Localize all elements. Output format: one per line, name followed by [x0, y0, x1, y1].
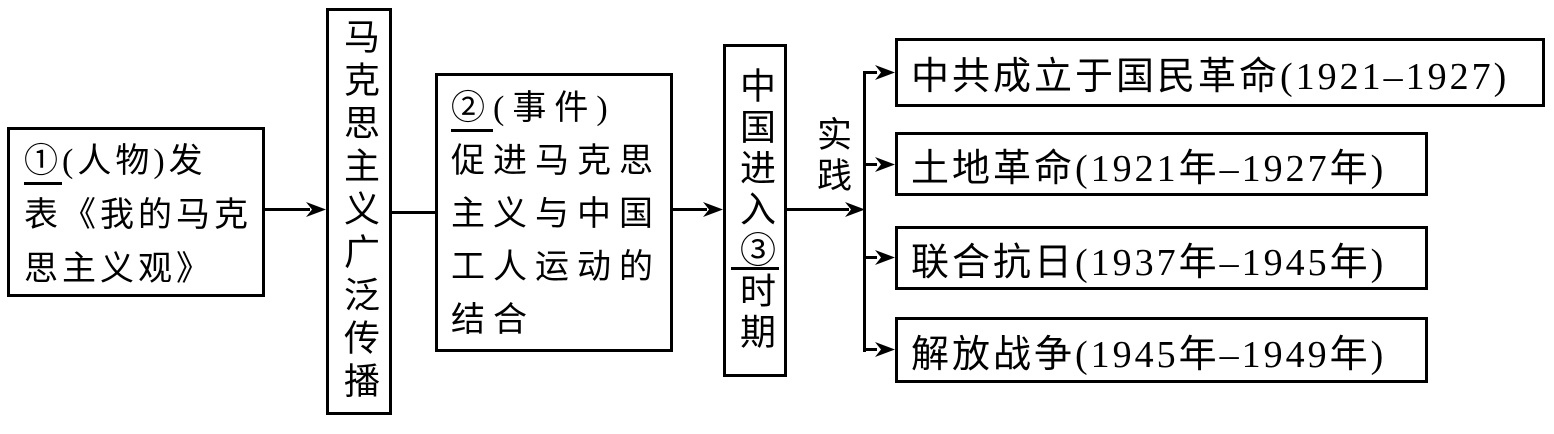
blank-1-underlined: ① — [24, 143, 62, 185]
outcome-box-agrarian-revolution: 土地革命(1921年–1927年) — [895, 132, 1428, 196]
node-text-line: 工人运动的 — [451, 249, 661, 286]
branch-arrow-1-shaft — [863, 71, 877, 74]
arrowhead-right-icon — [875, 342, 895, 357]
node-text: 中国进入 — [735, 67, 775, 231]
node-text: 马克思主义广泛传播 — [339, 18, 379, 405]
arrowhead-right-icon — [875, 157, 895, 172]
node-event-promotes-combination: ②(事件) 促进马克思 主义与中国 工人运动的 结合 — [435, 73, 673, 352]
outcome-text: 中共成立于国民革命(1921–1927) — [911, 56, 1510, 98]
practice-label: 实践 — [812, 116, 851, 198]
arrow-3-shaft — [787, 208, 849, 211]
node-text-line: 结合 — [451, 302, 535, 339]
blank-3: ③ — [735, 231, 775, 272]
arrowhead-right-icon — [875, 250, 895, 265]
outcome-box-united-resistance: 联合抗日(1937年–1945年) — [895, 226, 1428, 290]
node-china-enters-period: 中国进入③时期 — [723, 44, 787, 377]
arrow-2-shaft — [673, 208, 707, 211]
outcome-text: 解放战争(1945年–1949年) — [911, 333, 1387, 376]
node-text-line: 思主义观》 — [24, 251, 214, 288]
arrow-1-shaft — [265, 208, 310, 211]
arrowhead-right-icon — [703, 202, 723, 217]
node-marxism-wide-spread: 马克思主义广泛传播 — [326, 8, 392, 415]
arrowhead-right-icon — [306, 202, 326, 217]
arrowhead-right-icon — [875, 65, 895, 80]
node-person-publishes-view: ①(人物)发 表《我的马克 思主义观》 — [7, 127, 265, 297]
node-text: 时期 — [735, 272, 775, 354]
outcome-box-national-revolution: 中共成立于国民革命(1921–1927) — [895, 38, 1545, 107]
node-text-line: 促进马克思 — [451, 143, 661, 180]
outcome-box-liberation-war: 解放战争(1945年–1949年) — [895, 317, 1428, 383]
node-text-line: ①(人物)发 — [24, 135, 256, 189]
branch-spine — [863, 71, 866, 352]
node-text-line: 表《我的马克 — [24, 197, 252, 234]
blank-2-underlined: ② — [451, 90, 493, 132]
node-text-line: ②(事件) — [451, 82, 670, 135]
arrowhead-right-icon — [845, 202, 865, 217]
connector-line — [392, 211, 435, 214]
blank-3-underline — [731, 267, 779, 270]
node-text-line: 主义与中国 — [451, 196, 661, 233]
branch-arrow-4-shaft — [863, 348, 877, 351]
outcome-text: 土地革命(1921年–1927年) — [911, 147, 1387, 190]
outcome-text: 联合抗日(1937年–1945年) — [911, 241, 1387, 284]
branch-arrow-3-shaft — [863, 256, 877, 259]
branch-arrow-2-shaft — [863, 163, 877, 166]
